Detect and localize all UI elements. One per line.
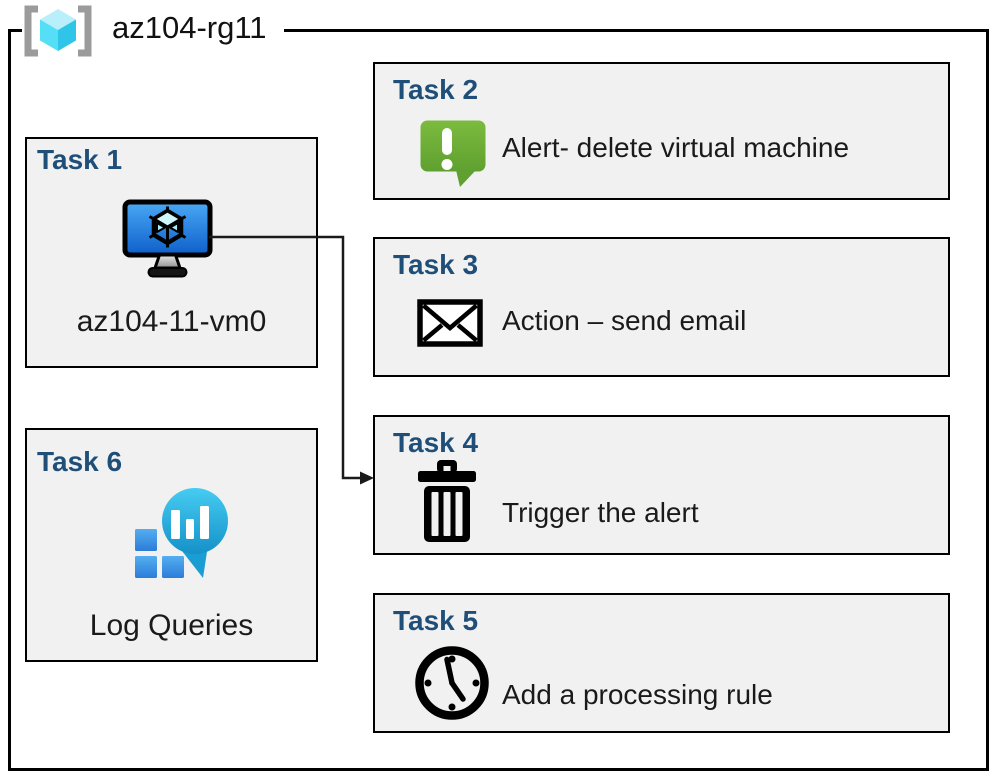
border-gap: [22, 25, 284, 35]
task4-box: Task 4 Trigger the alert: [373, 415, 950, 555]
task1-box: Task 1: [25, 137, 318, 368]
task4-title: Task 4: [393, 427, 479, 458]
clock-icon: [415, 646, 489, 720]
task1-label: az104-11-vm0: [76, 305, 267, 338]
resource-group-box: [8, 29, 989, 771]
task6-title: Task 6: [37, 446, 123, 477]
trash-icon: [418, 460, 476, 542]
task3-box: Task 3 Action – send email: [373, 237, 950, 377]
log-queries-icon: [135, 488, 228, 578]
task4-label: Trigger the alert: [502, 497, 699, 528]
task5-box: Task 5 Add a processing rule: [373, 593, 950, 733]
virtual-machine-icon: [122, 199, 213, 278]
task1-title: Task 1: [37, 144, 123, 175]
task6-label: Log Queries: [89, 609, 254, 642]
task2-title: Task 2: [393, 74, 479, 105]
task6-box: Task 6 Log Queries: [25, 428, 318, 662]
resource-group-name: az104-rg11: [112, 10, 267, 45]
alert-icon: [420, 120, 486, 187]
task3-label: Action – send email: [502, 305, 747, 336]
task3-title: Task 3: [393, 249, 479, 280]
resource-group-icon: [24, 5, 92, 57]
task5-label: Add a processing rule: [502, 679, 773, 710]
email-icon: [417, 299, 483, 347]
task2-label: Alert- delete virtual machine: [502, 132, 850, 163]
task2-box: Task 2 Alert- delete virtual machine: [373, 62, 950, 200]
task5-title: Task 5: [393, 605, 479, 636]
